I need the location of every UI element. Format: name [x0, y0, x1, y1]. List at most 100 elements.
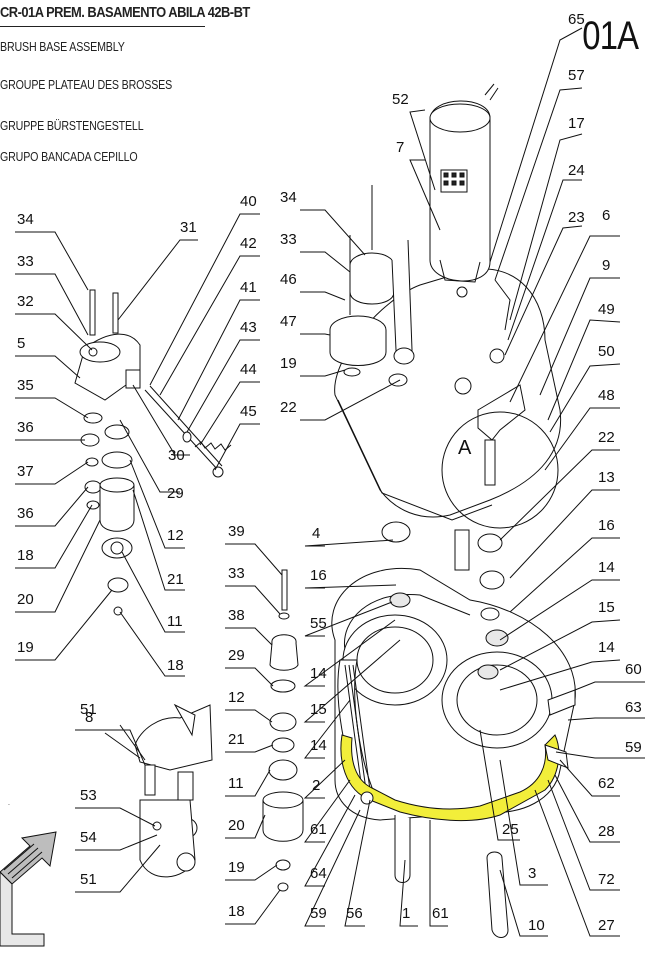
- callout: 33: [17, 253, 34, 270]
- callout: 51: [80, 871, 97, 888]
- lower-housing-parts: [360, 689, 576, 938]
- callout: 62: [598, 775, 615, 792]
- callout: 56: [346, 905, 363, 922]
- callout: 7: [396, 139, 404, 156]
- corner-arrow-icon: [0, 831, 57, 947]
- callout: 27: [598, 917, 615, 934]
- callout: 15: [598, 599, 615, 616]
- callout: 3: [528, 865, 536, 882]
- callout: 28: [598, 823, 615, 840]
- callout: 5: [17, 335, 25, 352]
- callout: 16: [310, 567, 327, 584]
- callout: 1: [402, 905, 410, 922]
- callout: 12: [228, 689, 245, 706]
- callout: 21: [228, 731, 245, 748]
- callout: 14: [310, 665, 327, 682]
- callout: 36: [17, 419, 34, 436]
- brush-housing: [331, 521, 576, 821]
- callout: 61: [310, 821, 327, 838]
- callout: 29: [228, 647, 245, 664]
- callout: 54: [80, 829, 97, 846]
- callout: 34: [280, 189, 297, 206]
- callout: 14: [310, 737, 327, 754]
- callout: 20: [17, 591, 34, 608]
- callout: 21: [167, 571, 184, 588]
- callout: 20: [228, 817, 245, 834]
- callout: 33: [228, 565, 245, 582]
- motor: [429, 83, 499, 298]
- callout: 59: [625, 739, 642, 756]
- callout: 17: [568, 115, 585, 132]
- callout: 19: [280, 355, 297, 372]
- callout: 55: [310, 615, 327, 632]
- callout: 12: [167, 527, 184, 544]
- upper-pulleys: [329, 185, 415, 387]
- callout: 38: [228, 607, 245, 624]
- callout: 16: [598, 517, 615, 534]
- callout: 48: [598, 387, 615, 404]
- callout: 43: [240, 319, 257, 336]
- callout: 52: [392, 91, 409, 108]
- callout: 35: [17, 377, 34, 394]
- callout: 25: [502, 821, 519, 838]
- detail-circle-a: [441, 411, 559, 529]
- callout: 6: [602, 207, 610, 224]
- callout: 39: [228, 523, 245, 540]
- callout: 44: [240, 361, 257, 378]
- callout: 50: [598, 343, 615, 360]
- callout: 41: [240, 279, 257, 296]
- detail-label-a: A: [458, 437, 472, 459]
- callout: 57: [568, 67, 585, 84]
- subtitle-english: BRUSH BASE ASSEMBLY: [0, 39, 125, 54]
- callout: 64: [310, 865, 327, 882]
- callout: 61: [432, 905, 449, 922]
- callout: 8: [85, 709, 93, 726]
- callout: 36: [17, 505, 34, 522]
- callout: 31: [180, 219, 197, 236]
- page-code: 01A: [582, 14, 639, 58]
- callout: 2: [312, 777, 320, 794]
- leader-lines: [15, 27, 645, 937]
- callout: 11: [167, 613, 183, 630]
- callout: 40: [240, 193, 257, 210]
- callout: 33: [280, 231, 297, 248]
- callout: 22: [598, 429, 615, 446]
- callout: 30: [168, 447, 185, 464]
- callout: 9: [602, 257, 610, 274]
- subtitle-french: GROUPE PLATEAU DES BROSSES: [0, 77, 173, 92]
- callout: 37: [17, 463, 34, 480]
- callout-numbers: 65 57 17 24 23 6 9 49 50 48 22 13 16 14 …: [17, 11, 642, 934]
- callout: 51: [80, 701, 97, 718]
- callout: 63: [625, 699, 642, 716]
- callout: 13: [598, 469, 615, 486]
- title-underline: [0, 26, 205, 27]
- small-dot-mark: .: [8, 800, 10, 807]
- left-upper-assembly: [74, 289, 141, 616]
- callout: 15: [310, 701, 327, 718]
- callout: 59: [310, 905, 327, 922]
- callout: 42: [240, 235, 257, 252]
- callout: 46: [280, 271, 297, 288]
- callout: 14: [598, 639, 615, 656]
- callout: 18: [228, 903, 245, 920]
- callout: 65: [568, 11, 585, 28]
- callout: 14: [598, 559, 615, 576]
- callout: 72: [598, 871, 615, 888]
- callout: 34: [17, 211, 34, 228]
- callout: 45: [240, 403, 257, 420]
- callout: 49: [598, 301, 615, 318]
- callout: 32: [17, 293, 34, 310]
- callout: 22: [280, 399, 297, 416]
- callout: 11: [228, 775, 244, 792]
- callout: 53: [80, 787, 97, 804]
- subtitle-spanish: GRUPO BANCADA CEPILLO: [0, 149, 138, 164]
- callout: 47: [280, 313, 297, 330]
- center-stack: [262, 569, 304, 892]
- callout: 29: [167, 485, 184, 502]
- callout: 18: [17, 547, 34, 564]
- callout: 23: [568, 209, 585, 226]
- callout: 60: [625, 661, 642, 678]
- drive-belt-highlight: [340, 734, 560, 822]
- page-title: CR-01A PREM. BASAMENTO ABILA 42B-BT: [0, 4, 250, 21]
